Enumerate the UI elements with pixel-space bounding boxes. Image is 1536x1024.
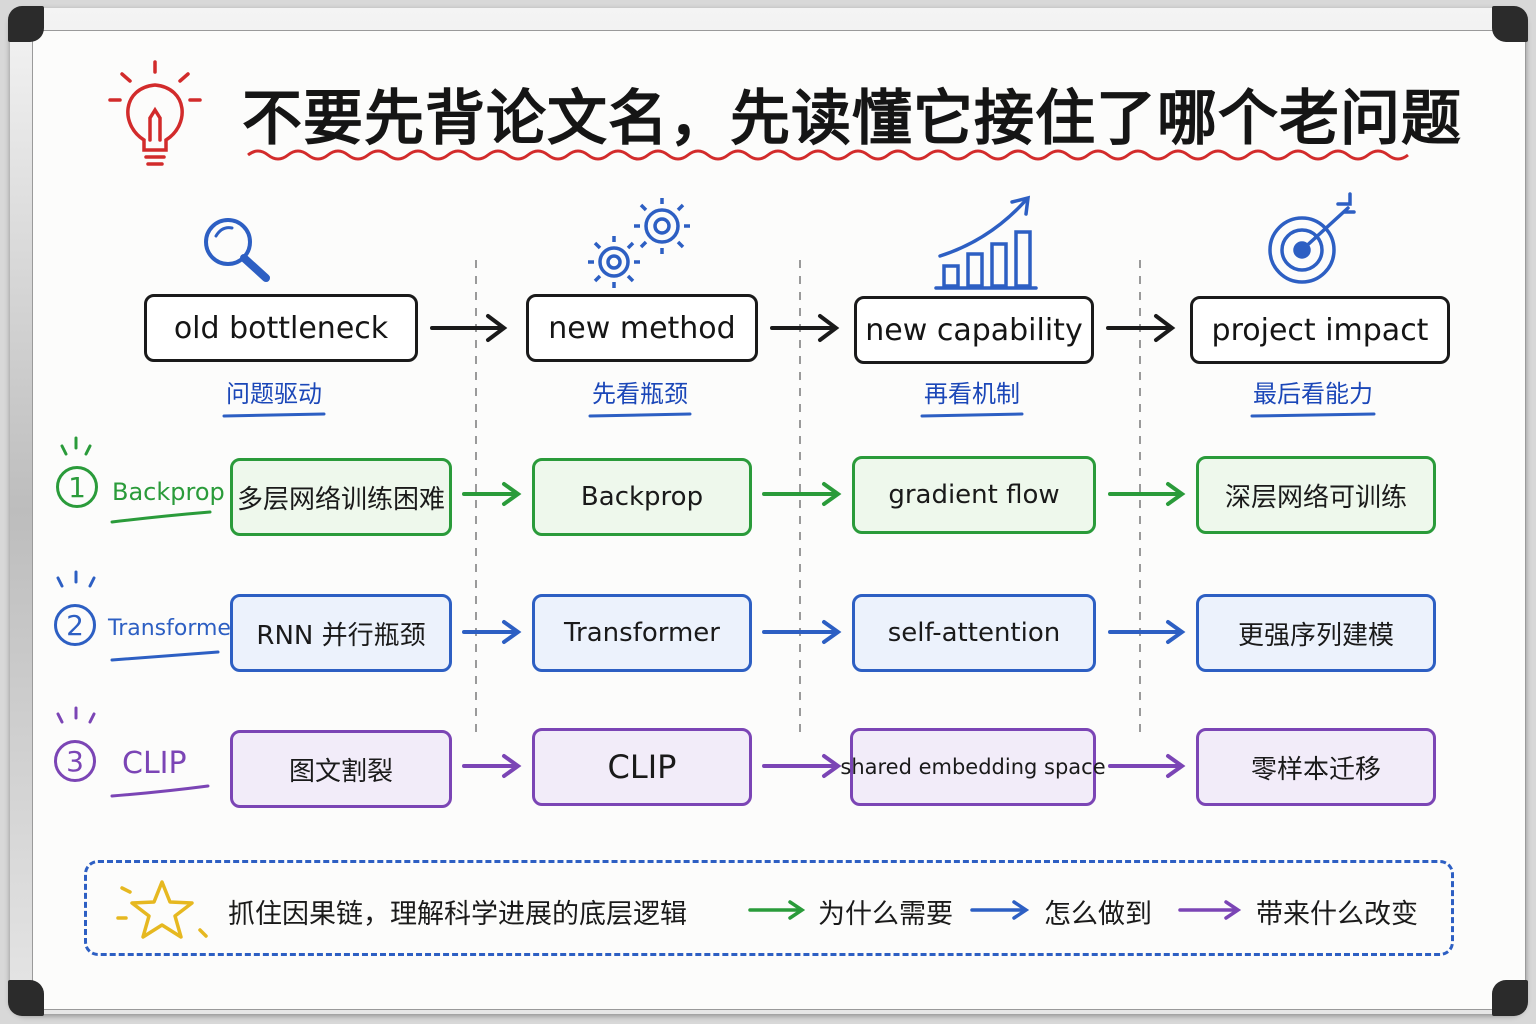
cell-impact: 深层网络可训练 [1196, 456, 1436, 534]
title-underline [247, 149, 1409, 161]
cell-bottleneck: RNN 并行瓶颈 [230, 594, 452, 672]
frame-corner [8, 6, 44, 42]
frame-corner [1492, 980, 1528, 1016]
footer-arrow-blue [970, 900, 1030, 920]
row-label-backprop: Backprop [112, 478, 225, 506]
star-icon [116, 880, 208, 939]
summary-step-how: 怎么做到 [1044, 899, 1152, 930]
frame-corner [8, 980, 44, 1016]
row-label-underline [110, 784, 210, 798]
row-label-transformer: Transformer [108, 616, 241, 641]
cell-impact: 更强序列建模 [1196, 594, 1436, 672]
header-project-impact: project impact [1190, 296, 1450, 364]
subtitle-problem-driven: 问题驱动 [226, 380, 322, 408]
subtitle-underlines [222, 412, 1376, 418]
row-arrows-purple [462, 754, 1186, 778]
row-number: 2 [54, 604, 96, 646]
subtitle-mechanism: 再看机制 [924, 380, 1020, 408]
row-label-underline [110, 510, 212, 524]
cell-capability: shared embedding space [840, 728, 1106, 806]
lightbulb-icon [108, 60, 202, 166]
row-label-underline [110, 650, 220, 662]
target-icon [1268, 192, 1356, 284]
column-dividers [475, 260, 1141, 740]
cell-impact: 零样本迁移 [1196, 728, 1436, 806]
page-title: 不要先背论文名，先读懂它接住了哪个老问题 [242, 84, 1462, 154]
summary-step-why: 为什么需要 [818, 899, 953, 930]
sparkle-icon [56, 570, 96, 588]
cell-capability: gradient flow [852, 456, 1096, 534]
magnifier-icon [204, 218, 270, 282]
sparkle-icon [56, 706, 96, 724]
row-arrows-blue [462, 620, 1186, 644]
row-arrows-green [462, 482, 1186, 506]
growth-chart-icon [934, 195, 1038, 290]
gears-icon [588, 198, 690, 288]
header-new-method: new method [526, 294, 758, 362]
sparkle-icon [60, 436, 92, 456]
cell-method: Transformer [532, 594, 752, 672]
footer-arrow-green [748, 900, 806, 920]
cell-bottleneck: 多层网络训练困难 [230, 458, 452, 536]
cell-method: CLIP [532, 728, 752, 806]
summary-box [84, 860, 1454, 956]
row-number: 3 [54, 740, 96, 782]
cell-bottleneck: 图文割裂 [230, 730, 452, 808]
header-arrows [430, 314, 1176, 342]
row-number: 1 [56, 466, 98, 508]
subtitle-bottleneck-first: 先看瓶颈 [592, 380, 688, 408]
header-old-bottleneck: old bottleneck [144, 294, 418, 362]
summary-step-change: 带来什么改变 [1256, 899, 1418, 930]
row-label-clip: CLIP [122, 746, 187, 781]
subtitle-capability-last: 最后看能力 [1253, 380, 1373, 408]
frame-corner [1492, 6, 1528, 42]
header-new-capability: new capability [854, 296, 1094, 364]
summary-main-text: 抓住因果链，理解科学进展的底层逻辑 [228, 899, 687, 930]
cell-method: Backprop [532, 458, 752, 536]
cell-capability: self-attention [852, 594, 1096, 672]
footer-arrow-purple [1178, 900, 1242, 920]
